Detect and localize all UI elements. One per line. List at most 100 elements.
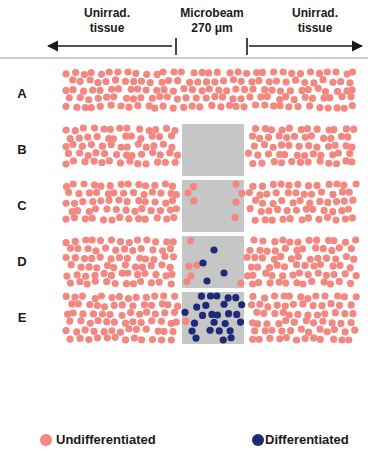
cell: [248, 264, 255, 271]
cell: [348, 245, 355, 252]
cell: [319, 76, 326, 83]
cell: [282, 78, 289, 85]
cell: [287, 215, 294, 222]
cell: [308, 132, 315, 139]
cell: [313, 182, 320, 189]
cell: [168, 271, 175, 278]
cell: [152, 238, 159, 245]
cell: [97, 197, 104, 204]
cell: [63, 293, 70, 300]
cell: [120, 190, 127, 197]
cell: [73, 328, 80, 335]
cell: [341, 105, 348, 112]
cell: [252, 217, 259, 224]
cell: [151, 105, 158, 112]
cell: [353, 180, 360, 187]
cell: [330, 336, 337, 343]
cell: [101, 270, 108, 277]
cell: [126, 239, 133, 246]
cell: [124, 198, 131, 205]
cell: [138, 205, 145, 212]
cell: [113, 151, 120, 158]
cell: [304, 125, 311, 132]
cell: [259, 69, 266, 76]
cell: [223, 87, 230, 94]
cell: [157, 207, 164, 214]
region-label: Unirrad. tissue: [280, 6, 350, 36]
cell: [309, 206, 316, 213]
cell: [297, 70, 304, 77]
cell: [240, 103, 247, 110]
cell: [329, 262, 336, 269]
cell: [347, 264, 354, 271]
cell: [327, 280, 334, 287]
cell: [314, 311, 321, 318]
cell: [261, 141, 268, 148]
cell: [330, 126, 337, 133]
cell: [265, 207, 272, 214]
cell: [129, 302, 136, 309]
cell: [162, 200, 169, 207]
cell: [264, 303, 271, 310]
cell: [161, 253, 168, 260]
cell: [131, 208, 138, 215]
cell: [274, 262, 281, 269]
cell: [285, 103, 292, 110]
cell: [154, 158, 161, 165]
cell: [287, 87, 294, 94]
cell: [348, 158, 355, 165]
cell: [304, 295, 311, 302]
cell: [136, 311, 143, 318]
cell: [340, 182, 347, 189]
cell: [259, 183, 266, 190]
cell: [341, 293, 348, 300]
cell: [257, 93, 264, 100]
cell: [255, 279, 262, 286]
cell: [74, 207, 81, 214]
cell: [66, 318, 73, 325]
cell: [116, 214, 123, 221]
cell: [307, 68, 314, 75]
cell: [148, 207, 155, 214]
cell: [66, 336, 73, 343]
cell: [336, 302, 343, 309]
cell: [186, 79, 193, 86]
cell: [277, 87, 284, 94]
cell: [152, 126, 159, 133]
cell: [346, 150, 353, 157]
cell: [268, 327, 275, 334]
cell: [211, 93, 218, 100]
cell: [303, 205, 310, 212]
cell: [321, 292, 328, 299]
cell: [68, 300, 75, 307]
cell: [134, 85, 141, 92]
cell: [301, 79, 308, 86]
cell: [299, 300, 306, 307]
cell: [133, 326, 140, 333]
cell: [149, 246, 156, 253]
cell: [102, 78, 109, 85]
cell: [168, 132, 175, 139]
cell: [138, 336, 145, 343]
extent-arrow: [249, 45, 362, 47]
cell: [138, 78, 145, 85]
cell: [173, 319, 180, 326]
cell: [105, 197, 112, 204]
cell: [342, 270, 349, 277]
boundary-tick: [175, 38, 177, 55]
cell: [160, 292, 167, 299]
cell: [316, 158, 323, 165]
cell: [166, 149, 173, 156]
cell: [80, 124, 87, 131]
cell: [325, 143, 332, 150]
cell: [232, 180, 239, 187]
cell: [261, 86, 268, 93]
cell: [272, 247, 279, 254]
cell: [327, 135, 334, 142]
cell: [107, 102, 114, 109]
cell: [341, 197, 348, 204]
cell: [327, 300, 334, 307]
cell: [286, 238, 293, 245]
cell: [329, 79, 336, 86]
cell: [118, 181, 125, 188]
